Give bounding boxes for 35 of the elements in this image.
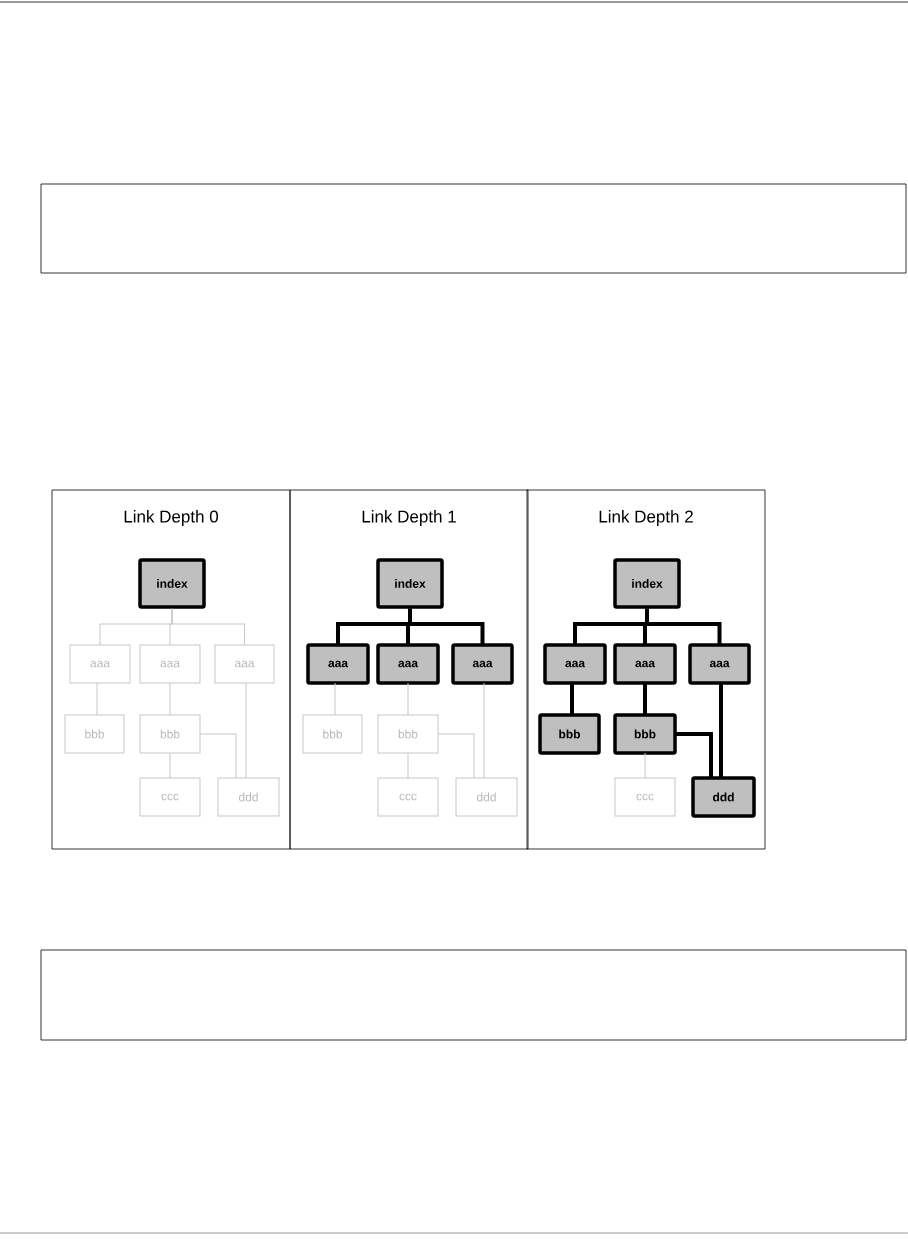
page-box: aaa <box>306 643 370 685</box>
connector-line <box>570 683 574 715</box>
page-box: aaa <box>688 643 751 685</box>
connector-line <box>437 733 475 779</box>
page-box: ddd <box>691 776 756 818</box>
connector-line <box>719 683 723 778</box>
page-box: bbb <box>64 714 125 754</box>
page-box: bbb <box>613 713 677 755</box>
connector-line <box>643 683 647 715</box>
connector-line <box>645 608 722 645</box>
empty-box <box>40 183 907 274</box>
page-box: bbb <box>538 713 601 755</box>
page-box: aaa <box>543 643 607 685</box>
page-box: ccc <box>614 777 676 817</box>
connector-line <box>199 733 237 779</box>
page-box: ddd <box>217 777 280 817</box>
page-box: aaa <box>376 643 440 685</box>
page-box: bbb <box>302 714 363 754</box>
page-box: index <box>138 558 206 609</box>
page-box: index <box>376 558 444 609</box>
page-box: bbb <box>377 714 439 754</box>
connector-line <box>171 608 245 646</box>
page-box: aaa <box>139 644 201 684</box>
connector-line <box>675 732 713 778</box>
page-box: aaa <box>214 644 275 684</box>
page-box: aaa <box>451 643 514 685</box>
page-box: aaa <box>613 643 677 685</box>
page-box: aaa <box>69 644 131 684</box>
page-box: index <box>613 558 681 609</box>
empty-box <box>40 949 907 1041</box>
page-box: ccc <box>377 777 439 817</box>
connector-line <box>408 608 485 645</box>
page-box: ccc <box>139 777 201 817</box>
page-box: bbb <box>139 714 201 754</box>
page-box: ddd <box>455 777 518 817</box>
